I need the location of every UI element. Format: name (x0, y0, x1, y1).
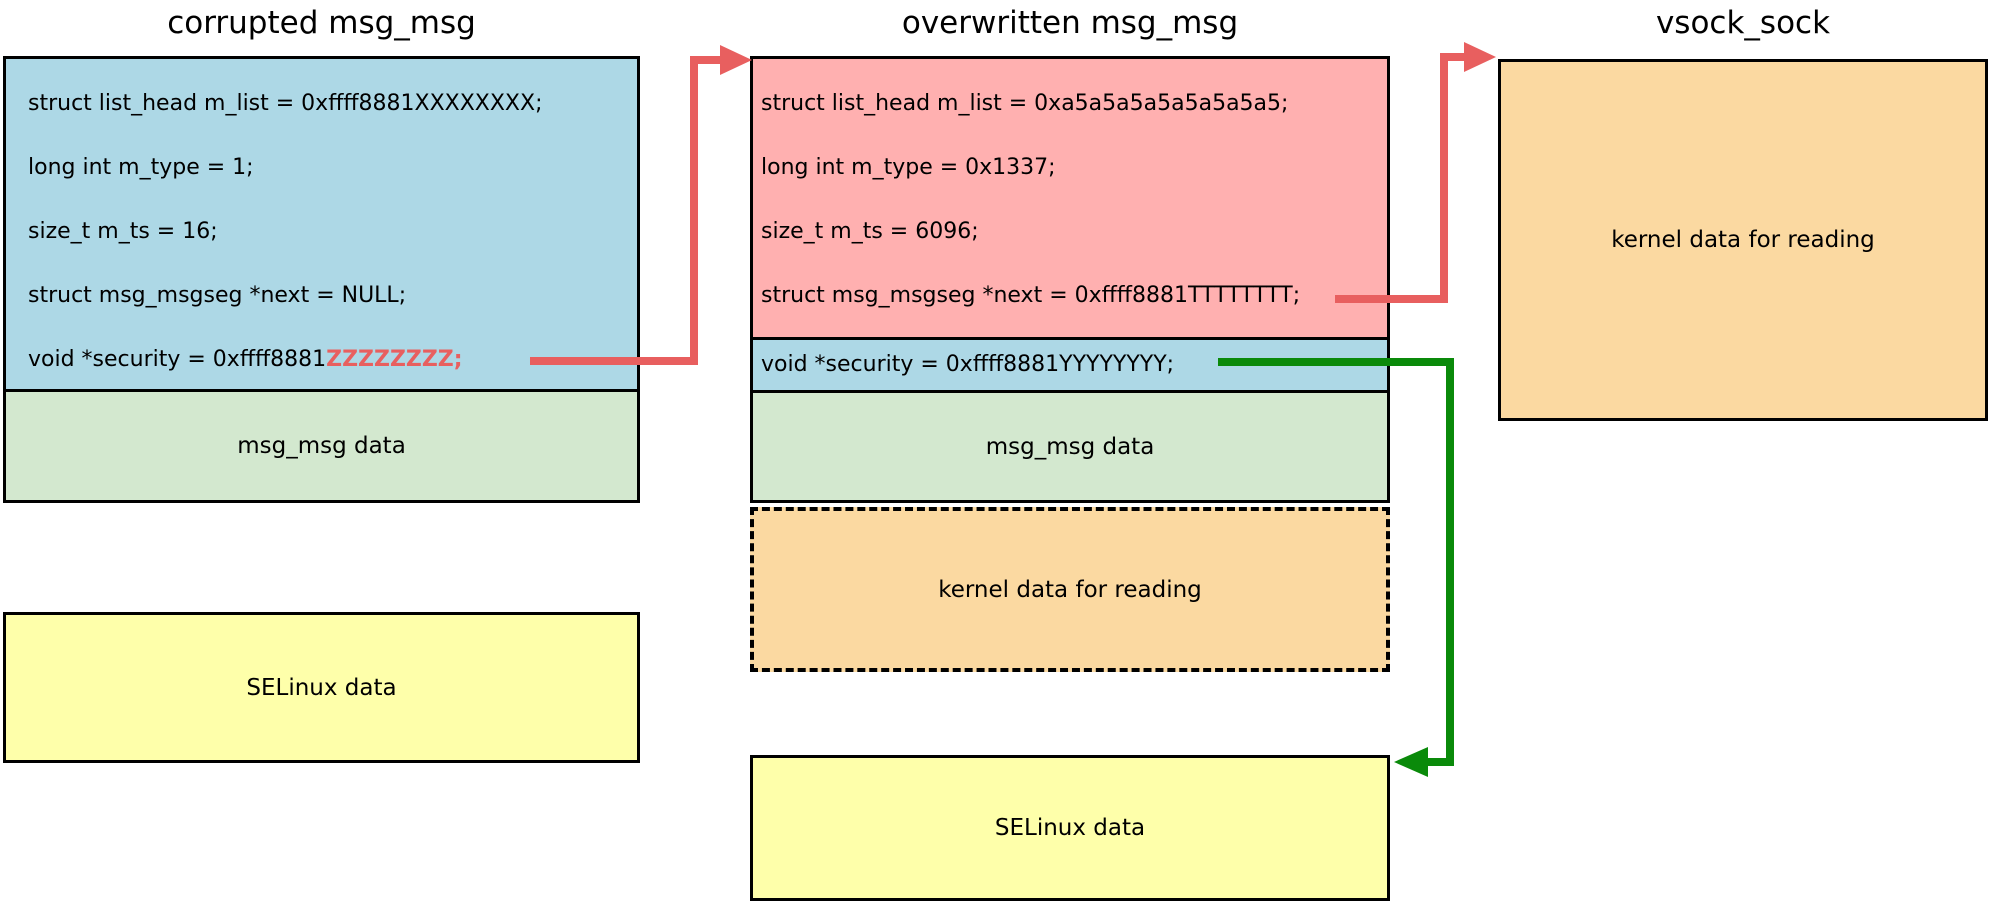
corrupted-security-value: ZZZZZZZZ; (326, 347, 463, 372)
corrupted-field-security: void *security = 0xffff8881ZZZZZZZZ; (6, 328, 637, 392)
overwritten-kernel-data-box: kernel data for reading (750, 507, 1390, 672)
overwritten-msg-title: overwritten msg_msg (901, 5, 1239, 41)
overwritten-security-strip: void *security = 0xffff8881YYYYYYYY; (753, 337, 1387, 393)
corrupted-field-next: struct msg_msgseg *next = NULL; (28, 283, 407, 308)
overwritten-field-m-list: struct list_head m_list = 0xa5a5a5a5a5a5… (761, 91, 1289, 116)
corrupted-field-m-list: struct list_head m_list = 0xffff8881XXXX… (28, 91, 543, 116)
overwritten-struct-section: struct list_head m_list = 0xa5a5a5a5a5a5… (753, 59, 1387, 337)
corrupted-msg-box: struct list_head m_list = 0xffff8881XXXX… (3, 56, 640, 503)
overwritten-field-next: struct msg_msgseg *next = 0xffff8881TTTT… (761, 283, 1301, 308)
overwritten-msg-box: struct list_head m_list = 0xa5a5a5a5a5a5… (750, 56, 1390, 503)
corrupted-msg-title: corrupted msg_msg (167, 5, 476, 41)
corrupted-security-prefix: void *security = 0xffff8881 (28, 347, 327, 372)
overwritten-msg-data-section: msg_msg data (753, 393, 1387, 500)
overwritten-field-m-ts: size_t m_ts = 6096; (761, 219, 979, 244)
corrupted-field-m-type: long int m_type = 1; (28, 155, 254, 180)
overwritten-field-m-type: long int m_type = 0x1337; (761, 155, 1056, 180)
corrupted-selinux-box: SELinux data (3, 612, 640, 763)
vsock-sock-box: kernel data for reading (1498, 59, 1988, 421)
overwritten-selinux-box: SELinux data (750, 755, 1390, 901)
corrupted-struct-section: struct list_head m_list = 0xffff8881XXXX… (6, 59, 637, 389)
corrupted-field-m-ts: size_t m_ts = 16; (28, 219, 218, 244)
vsock-sock-title: vsock_sock (1655, 5, 1831, 41)
corrupted-msg-data-section: msg_msg data (6, 389, 637, 500)
